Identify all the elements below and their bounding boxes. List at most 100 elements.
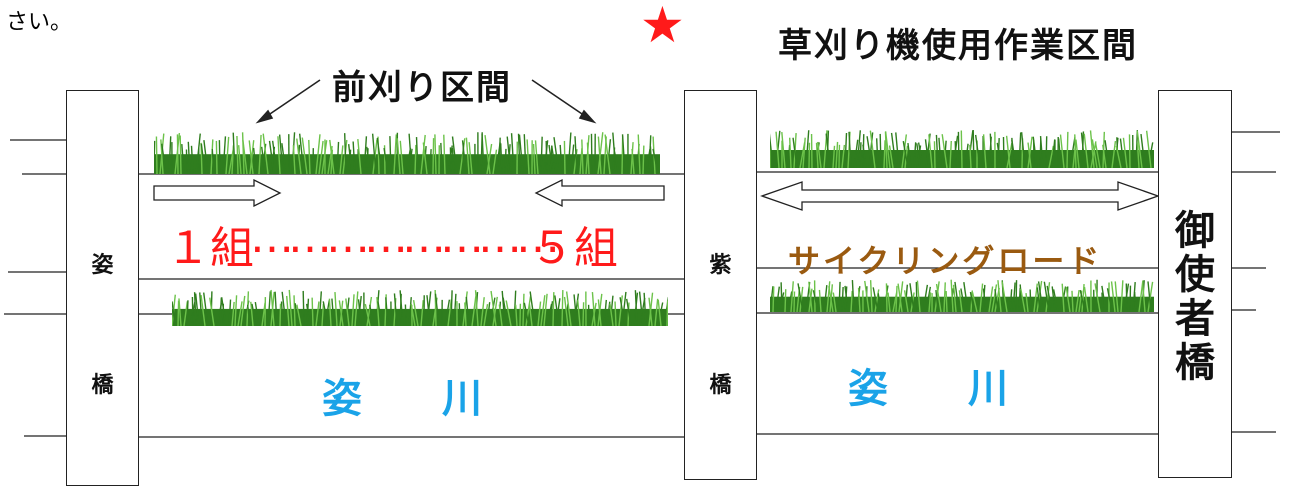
pointer-arrowhead-left [255,109,274,124]
grass-blade [666,300,668,326]
grass-blade [869,130,876,168]
grass-blade [574,136,578,174]
grass-blade [887,292,891,312]
grass-blade [648,297,653,326]
grass-blade [553,137,560,174]
grass-blade [176,134,179,174]
grass-blade [486,143,493,174]
grass-blade [420,300,424,326]
grass-blade [901,134,908,168]
grass-blade [222,136,227,174]
grass-blade [194,293,200,326]
grass-blade [663,296,668,326]
bridge-char: 紫 [709,253,732,278]
grass-blade [1020,288,1026,312]
grass-blade [1125,283,1128,312]
grass-blade [603,299,608,326]
grass-blade [501,290,506,326]
legend-mower-section: 草刈り機使用作業区間 [778,26,1138,66]
grass-blade [938,137,942,168]
grass-blade [974,134,981,168]
grass-blade [1071,290,1074,312]
grass-blade [237,145,242,174]
pointer-arrowhead-right [578,109,597,124]
grass-blade [434,293,440,326]
grass-blade [1045,136,1048,168]
grass-blade [498,301,502,326]
grass-blade [450,290,453,326]
grass-blade [220,297,227,326]
grass-blade [481,133,485,174]
grass-blade [537,301,542,326]
grass-blade [505,300,512,326]
grass-blade [895,132,900,168]
grass-blade [1059,134,1065,168]
grass-blade [1036,287,1041,312]
grass-blade [989,133,993,168]
grass-blade [292,145,296,174]
grass-blade [1043,281,1050,312]
grass-blade [444,299,451,326]
grass-blade [1002,137,1005,168]
grass-blade [1114,281,1119,312]
grass-blade [1083,133,1089,168]
grass-blade [242,139,248,174]
bridge-char: 者 [1175,296,1215,342]
grass-blade [502,297,509,326]
grass-blade [500,143,503,174]
bridge-char: 使 [1175,252,1215,298]
grass-blade [258,134,262,174]
grass-blade [1094,142,1101,168]
grass-blade [549,301,554,326]
grass-blade [211,148,215,174]
grass-blade [844,133,848,168]
grass-blade [960,288,966,312]
grass-blade [1120,280,1124,312]
grass-blade [523,302,530,326]
grass-blade [913,142,917,168]
grass-blade [429,149,432,174]
grass-blade [548,144,554,174]
grass-blade [155,136,158,174]
grass-blade [570,144,575,174]
grass-blade [376,137,383,174]
grass-blade [818,289,822,312]
grass-blade [449,147,452,174]
grass-blade [573,293,580,326]
grass-blade [825,133,831,168]
grass-blade [514,304,518,326]
grass-blade [534,140,539,174]
grass-blade [634,290,638,326]
grass-blade [293,295,296,326]
grass-blade [909,283,915,312]
grass-blade [619,297,626,326]
grass-blade [1114,137,1119,168]
grass-blade [160,139,164,174]
grass-blade [396,138,401,174]
grass-blade [181,143,185,174]
grass-blade [190,145,194,174]
grass-blade [573,294,578,326]
grass-blade [1011,139,1017,168]
grass-blade [869,280,873,312]
grass-blade [770,133,774,168]
grass-blade [621,291,627,326]
grass-blade [522,293,525,326]
grass-blade [924,139,930,168]
grass-blade [1078,290,1083,312]
grass-blade [928,292,932,312]
grass-blade [540,136,543,174]
grass-blade [426,295,431,326]
grass-blade [1046,285,1053,312]
grass-blade [841,286,844,312]
grass-blade [219,297,223,326]
grass-blade [1045,282,1051,312]
grass-blade [958,290,963,312]
grass-blade [826,281,831,312]
grass-blade [168,136,172,174]
grass-blade [334,291,338,326]
pointer-arrow-right [531,79,589,119]
grass-blade [347,144,353,174]
grass-blade [1051,286,1056,312]
